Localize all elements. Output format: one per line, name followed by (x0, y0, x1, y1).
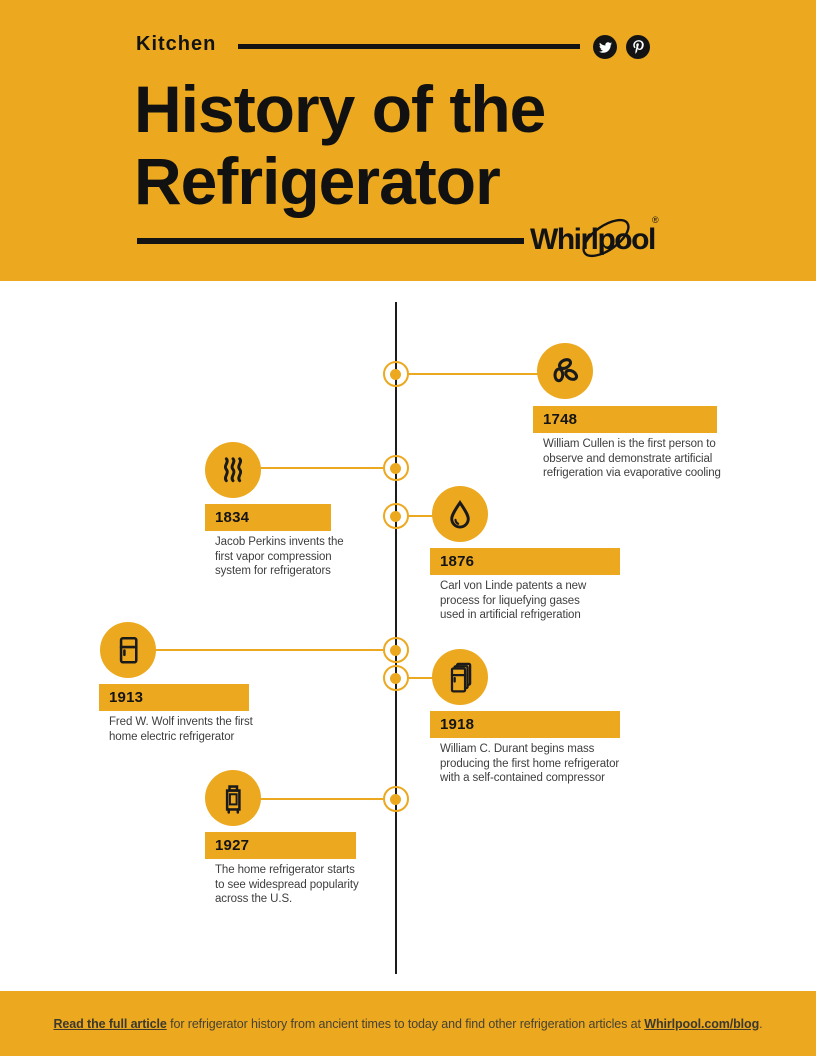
year-label: 1927 (215, 837, 250, 854)
event-icon-circle (205, 770, 261, 826)
footer-end-punctuation: . (759, 1016, 763, 1031)
timeline-node-ring (383, 637, 409, 663)
timeline-node-ring (383, 786, 409, 812)
category-label: Kitchen (136, 33, 217, 55)
page-title: History of the Refrigerator (134, 72, 546, 218)
event-icon-circle (537, 343, 593, 399)
refrigerator-icon (112, 634, 144, 666)
timeline-node-dot (390, 369, 401, 380)
event-icon-circle (432, 649, 488, 705)
event-icon-circle (100, 622, 156, 678)
timeline-node-dot (390, 794, 401, 805)
year-badge: 1918 (430, 711, 620, 738)
whirlpool-blog-link[interactable]: Whirlpool.com/blog (644, 1016, 760, 1031)
event-description: Fred W. Wolf invents the first home elec… (109, 716, 253, 743)
footer-band: Read the full article for refrigerator h… (0, 991, 816, 1056)
event-description: William C. Durant begins mass producing … (440, 743, 620, 784)
timeline-connector (259, 467, 383, 469)
vintage-refrigerator-icon (217, 782, 249, 814)
year-badge: 1913 (99, 684, 249, 711)
year-label: 1748 (543, 411, 578, 428)
whirlpool-logo-text: Whirlpool (530, 223, 655, 256)
event-description: Jacob Perkins invents the first vapor co… (215, 536, 344, 577)
timeline-connector (259, 798, 383, 800)
year-label: 1834 (215, 509, 250, 526)
pinterest-share-button[interactable] (626, 35, 650, 59)
droplet-icon (444, 498, 476, 530)
title-rule (137, 238, 524, 244)
timeline-node-dot (390, 645, 401, 656)
whirlpool-swirl (582, 218, 630, 258)
year-badge: 1927 (205, 832, 356, 859)
event-description: Carl von Linde patents a new process for… (440, 580, 587, 621)
event-description: William Cullen is the first person to ob… (543, 438, 721, 479)
registered-mark: ® (652, 215, 659, 225)
timeline-node-dot (390, 463, 401, 474)
timeline-node-dot (390, 673, 401, 684)
timeline-connector (408, 515, 434, 517)
event-icon-circle (432, 486, 488, 542)
header-band: Kitchen History of the Refrigerator Whir… (0, 0, 816, 281)
year-badge: 1748 (533, 406, 717, 433)
whirlpool-logo: Whirlpool ® (528, 206, 678, 269)
page-title-line2: Refrigerator (134, 144, 501, 218)
year-badge: 1876 (430, 548, 620, 575)
timeline-connector (408, 677, 434, 679)
fan-icon (549, 355, 581, 387)
year-label: 1876 (440, 553, 475, 570)
event-description: The home refrigerator starts to see wide… (215, 864, 359, 905)
refrigerator-stack-icon (444, 661, 476, 693)
footer-middle-text: for refrigerator history from ancient ti… (166, 1016, 645, 1031)
year-label: 1913 (109, 689, 144, 706)
twitter-share-button[interactable] (593, 35, 617, 59)
timeline-node-ring (383, 361, 409, 387)
page-title-line1: History of the (134, 72, 546, 146)
steam-icon (217, 454, 249, 486)
event-icon-circle (205, 442, 261, 498)
year-label: 1918 (440, 716, 475, 733)
timeline-connector (154, 649, 383, 651)
timeline-node-ring (383, 665, 409, 691)
read-article-link[interactable]: Read the full article (53, 1016, 167, 1031)
timeline-connector (408, 373, 540, 375)
timeline-node-ring (383, 455, 409, 481)
year-badge: 1834 (205, 504, 331, 531)
timeline-node-ring (383, 503, 409, 529)
category-rule (238, 44, 580, 49)
footer-text: Read the full article for refrigerator h… (54, 1017, 763, 1031)
pinterest-icon (632, 40, 644, 54)
twitter-icon (598, 41, 612, 54)
timeline-node-dot (390, 511, 401, 522)
